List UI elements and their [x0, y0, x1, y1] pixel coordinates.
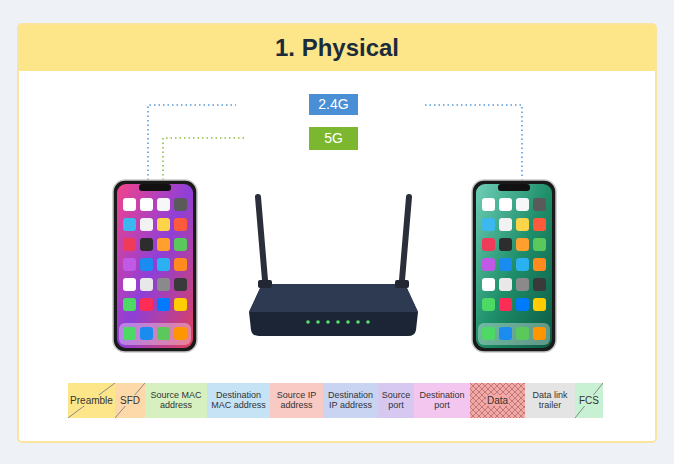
- illustration-part: [476, 184, 552, 348]
- band-label: 2.4G: [317, 97, 349, 112]
- band-tag: 2.4G: [309, 94, 358, 115]
- illustration-part: [472, 180, 556, 352]
- frame-field: Data: [470, 383, 525, 418]
- illustration-part: [395, 280, 409, 288]
- illustration-part: [326, 320, 330, 324]
- frame-field: Source IP address: [270, 383, 323, 418]
- illustration-part: [117, 184, 193, 348]
- router: [249, 197, 418, 336]
- wifi-2g-line: [148, 105, 236, 180]
- illustration-part: [258, 280, 272, 288]
- frame-field: Destination port: [414, 383, 470, 418]
- field-label: Source IP address: [270, 391, 323, 411]
- field-label: Destination port: [414, 391, 470, 411]
- slash-mark: [115, 383, 145, 418]
- band-label: 5G: [323, 131, 344, 146]
- field-label: Data link trailer: [525, 391, 575, 411]
- illustration-part: [119, 198, 191, 345]
- field-label: FCS: [578, 395, 600, 406]
- field-label: Preamble: [69, 395, 114, 406]
- illustration-part: [366, 320, 370, 324]
- field-label: Destination MAC address: [207, 391, 270, 411]
- cross-hatch: [470, 383, 525, 418]
- field-label: Source port: [378, 391, 414, 411]
- phone-left: [113, 180, 197, 352]
- band-tag: 5G: [309, 127, 358, 150]
- slash-mark: [575, 383, 603, 418]
- illustration-part: [356, 320, 360, 324]
- illustration-part: [346, 320, 350, 324]
- illustration-part: [498, 184, 530, 191]
- phone-right: [472, 180, 556, 352]
- field-label: Data: [486, 395, 509, 406]
- card-panel: [18, 24, 656, 442]
- illustration-part: [249, 284, 418, 336]
- slash-mark: [68, 383, 115, 418]
- field-label: Destination IP address: [323, 391, 378, 411]
- frame-field: Preamble: [68, 383, 115, 418]
- title-banner: 1. Physical: [19, 25, 655, 71]
- illustration-part: [306, 320, 370, 324]
- illustration-part: [401, 197, 409, 292]
- frame-field: Destination IP address: [323, 383, 378, 418]
- illustration-part: [249, 284, 418, 312]
- wifi-5g-line: [163, 138, 245, 180]
- illustration-part: [139, 184, 171, 191]
- illustration-part: [316, 320, 320, 324]
- frame-field: Source port: [378, 383, 414, 418]
- wifi-2g-line: [425, 105, 522, 180]
- frame-field: FCS: [575, 383, 603, 418]
- illustration-part: [113, 180, 197, 352]
- frame-field: SFD: [115, 383, 145, 418]
- illustration-part: [306, 320, 310, 324]
- illustration-part: [336, 320, 340, 324]
- field-label: SFD: [119, 395, 141, 406]
- frame-field: Source MAC address: [145, 383, 207, 418]
- illustration-part: [258, 197, 266, 292]
- signal-lines: [148, 105, 522, 180]
- frame-field: Data link trailer: [525, 383, 575, 418]
- field-label: Source MAC address: [145, 391, 207, 411]
- frame-field: Destination MAC address: [207, 383, 270, 418]
- illustration-part: [478, 198, 550, 345]
